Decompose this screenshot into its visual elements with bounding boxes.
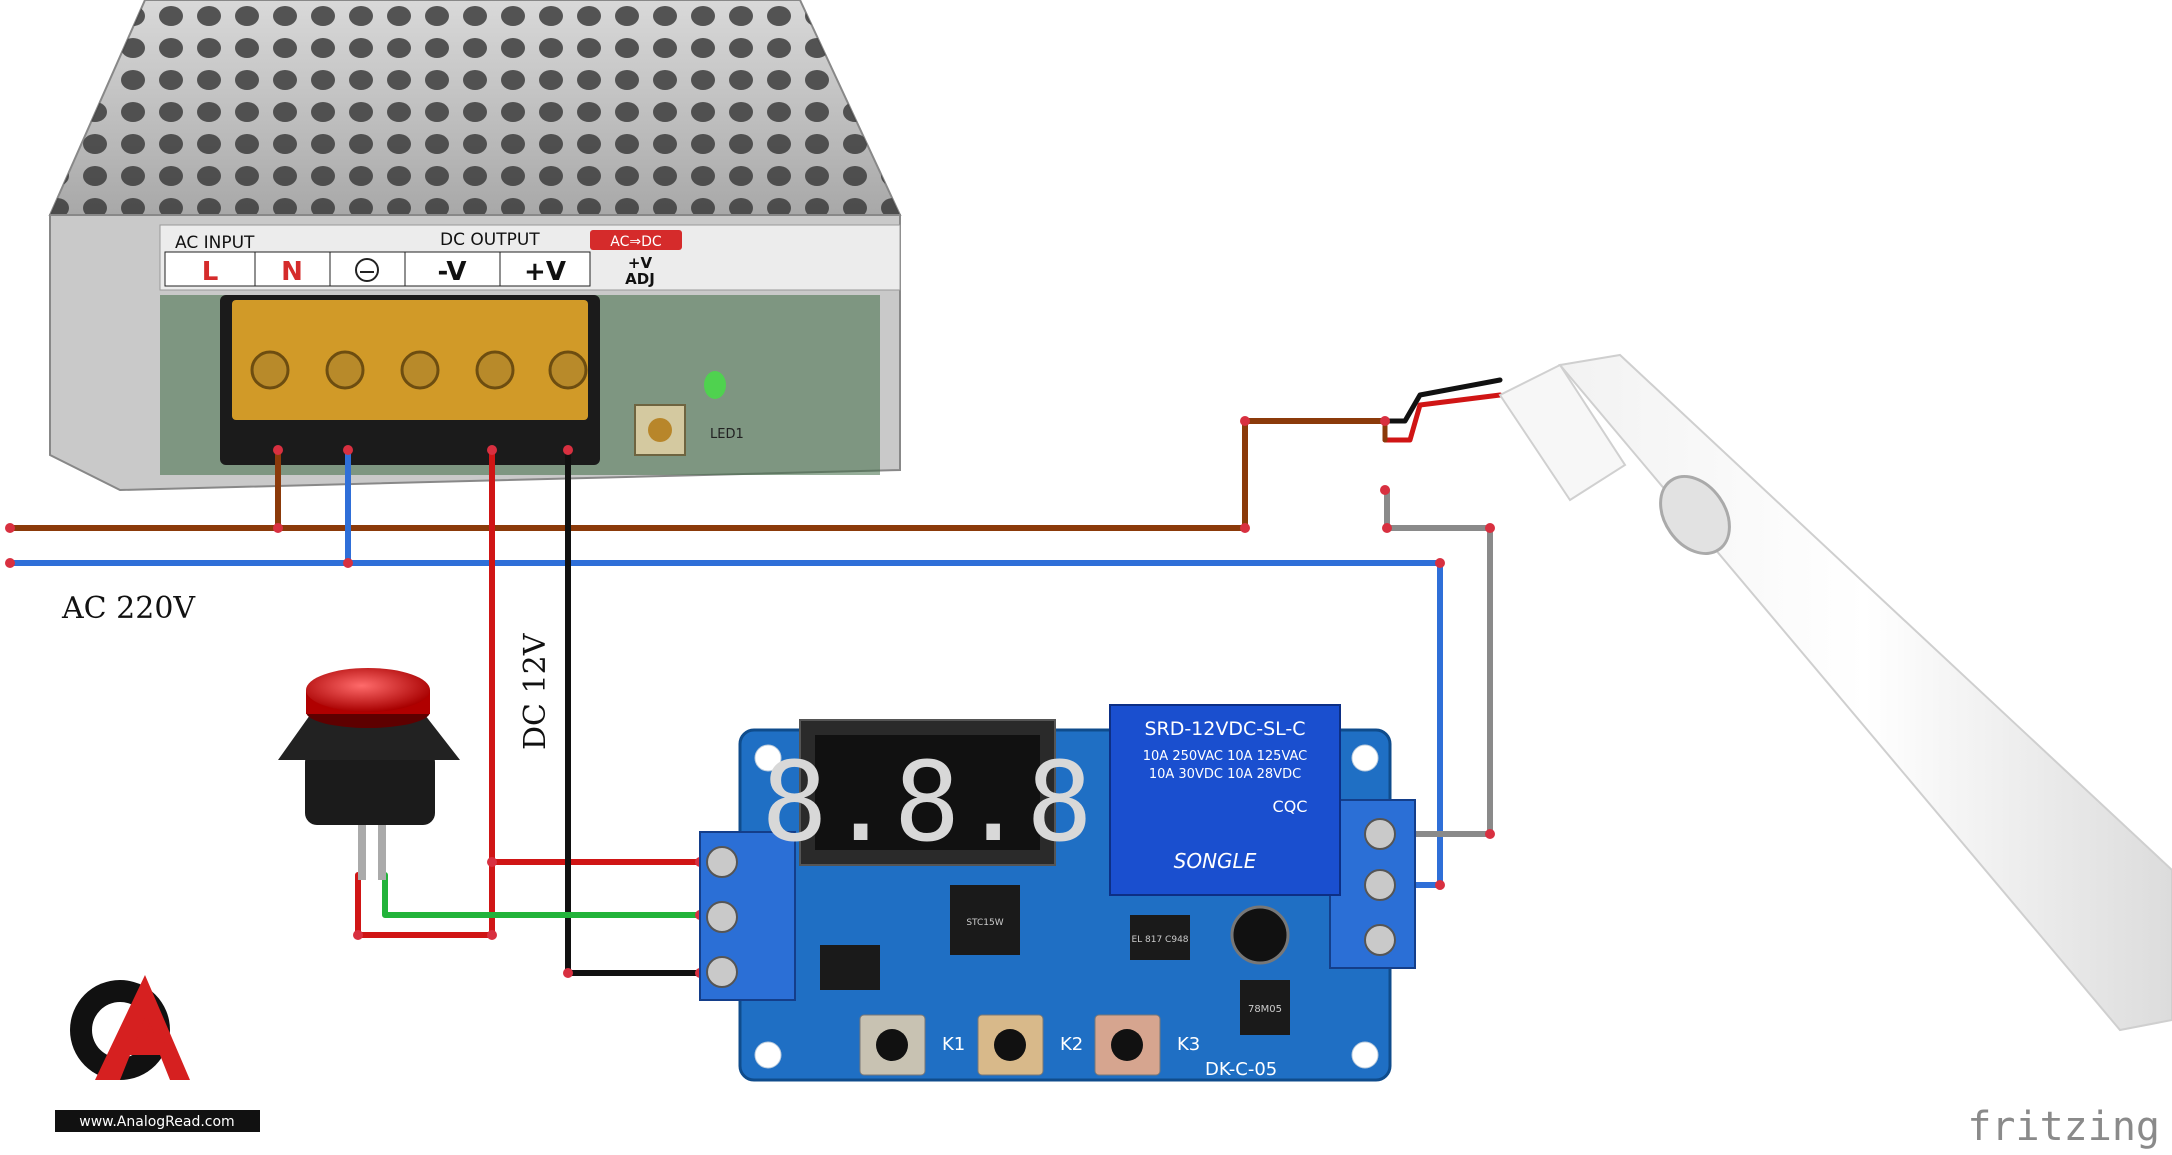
logo-letter: A	[135, 1009, 166, 1055]
wire-lamp-red	[1382, 392, 1503, 443]
push-button	[278, 668, 460, 880]
ic-label: STC15W	[966, 918, 1003, 928]
logo-url: www.AnalogRead.com	[79, 1114, 234, 1130]
terminal-plus-v-label: +V	[524, 257, 566, 287]
adj-label-2: ADJ	[625, 270, 655, 288]
wires	[7, 377, 1503, 976]
wire-ac-live	[7, 418, 1388, 531]
relay-spec-dc: 10A 30VDC 10A 28VDC	[1149, 767, 1301, 782]
relay-model: SRD-12VDC-SL-C	[1144, 718, 1305, 740]
key-k3: K3	[1094, 1014, 1200, 1076]
microcontroller-ic	[950, 885, 1020, 955]
output-terminal-block	[1329, 799, 1416, 969]
key-k2: K2	[977, 1014, 1083, 1076]
power-supply: AC INPUT DC OUTPUT AC⇒DC L N -V +V +V AD…	[48, 0, 902, 492]
key-k2-label: K2	[1060, 1034, 1083, 1055]
led-label: LED1	[710, 427, 744, 442]
fritzing-watermark: fritzing	[1967, 1104, 2160, 1150]
voltage-regulator	[1240, 980, 1290, 1035]
input-terminal-block	[699, 831, 796, 1001]
display-digits: 8.8.8	[761, 738, 1092, 866]
wire-ac-neutral	[7, 560, 1443, 888]
analogread-logo: A www.AnalogRead.com	[55, 975, 260, 1132]
opto-label: EL 817 C948	[1131, 935, 1188, 945]
logo-letter-shape	[95, 975, 190, 1080]
terminal-n-label: N	[281, 257, 303, 287]
psu-terminal-block	[220, 295, 600, 465]
relay: SRD-12VDC-SL-C 10A 250VAC 10A 125VAC 10A…	[1109, 704, 1341, 896]
seven-segment-display: 8.8.8	[761, 719, 1093, 866]
psu-label-strip: AC INPUT DC OUTPUT AC⇒DC L N -V +V +V AD…	[164, 230, 682, 288]
key-k3-label: K3	[1177, 1034, 1200, 1055]
adj-label-1: +V	[628, 254, 653, 272]
regulator-label: 78M05	[1248, 1004, 1282, 1015]
ground-icon	[355, 258, 379, 282]
ac-input-label: AC INPUT	[175, 233, 255, 253]
fluorescent-tube	[1498, 353, 2172, 1032]
dc-output-label: DC OUTPUT	[440, 230, 540, 250]
relay-spec-ac: 10A 250VAC 10A 125VAC	[1143, 749, 1308, 764]
wire-button-red	[355, 859, 495, 938]
key-k1-label: K1	[942, 1034, 965, 1055]
wire-button-green	[382, 872, 703, 918]
acdc-badge: AC⇒DC	[610, 234, 662, 250]
optocoupler	[1130, 915, 1190, 960]
relay-timer-module: 8.8.8 SRD-12VDC-SL-C 10A 250VAC 10A 125V…	[699, 704, 1416, 1082]
psu-led	[704, 371, 726, 399]
ac-voltage-label: AC 220V	[61, 591, 196, 626]
board-name: DK-C-05	[1205, 1059, 1277, 1080]
dc-voltage-label: DC 12V	[518, 632, 553, 750]
relay-cqc: CQC	[1273, 797, 1308, 816]
junction-nodes	[5, 416, 1495, 978]
key-k1: K1	[859, 1014, 965, 1076]
wire-lamp-black	[1382, 377, 1503, 424]
capacitor	[1230, 905, 1290, 965]
terminal-minus-v-label: -V	[437, 257, 466, 287]
terminal-l-label: L	[202, 257, 219, 287]
relay-brand: SONGLE	[1174, 849, 1257, 873]
